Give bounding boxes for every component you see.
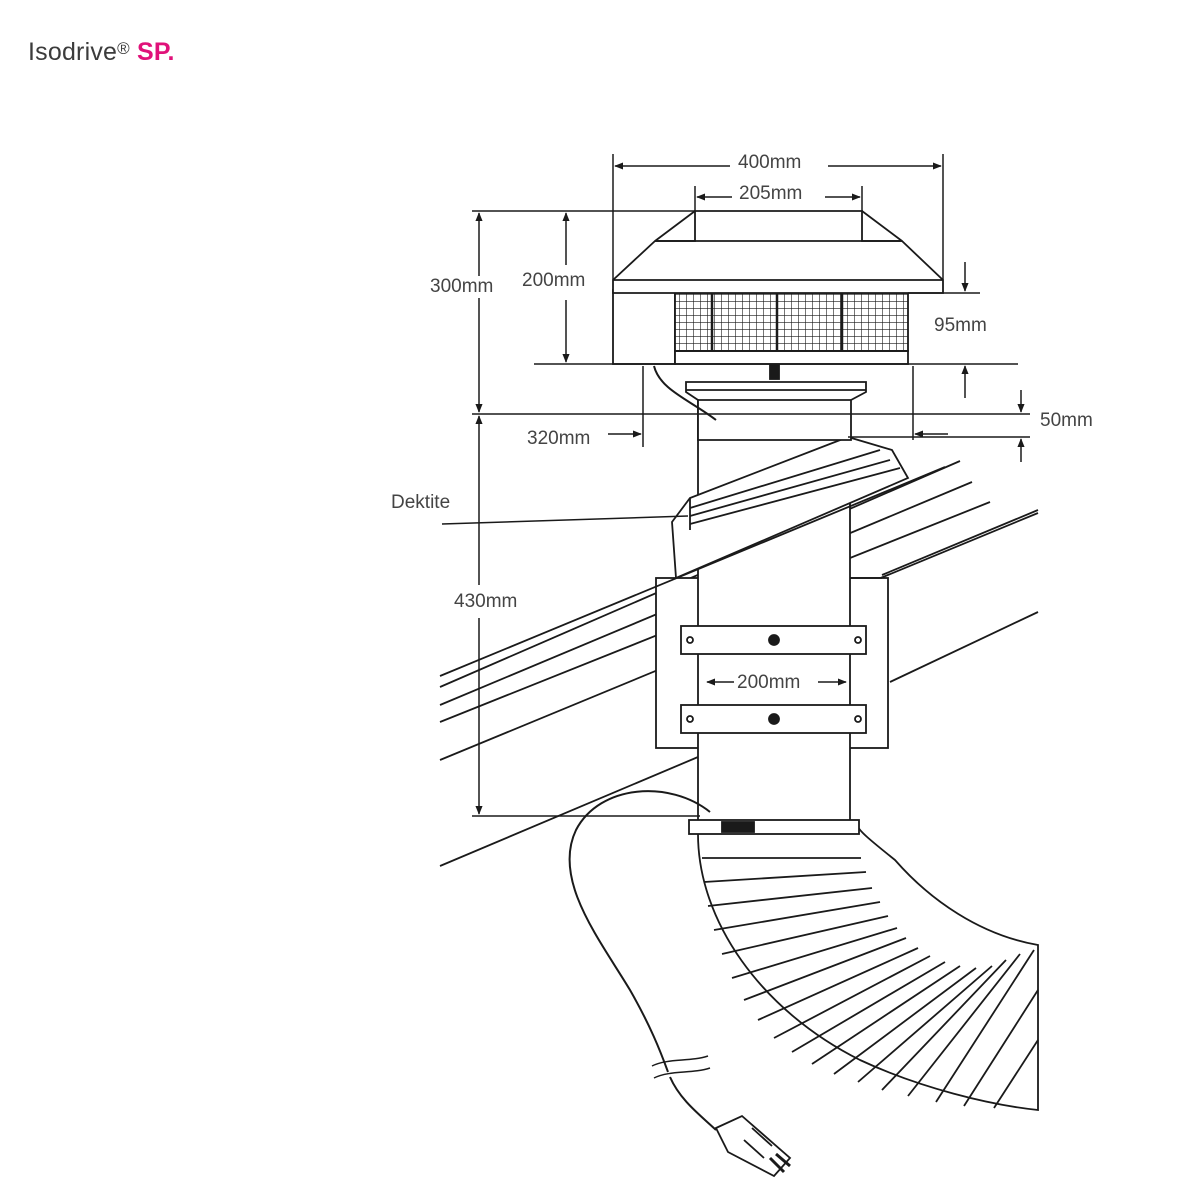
dim-bracket-width: 200mm	[737, 672, 800, 693]
page-title: Isodrive® SP.	[28, 38, 175, 67]
roof-sheet	[439, 466, 946, 677]
model-name: SP.	[137, 38, 175, 66]
dim-base-height: 95mm	[934, 315, 987, 336]
dim-overall-width: 400mm	[738, 152, 801, 173]
fan-unit	[612, 210, 944, 441]
power-plug	[714, 1114, 792, 1178]
dektite-flashing	[671, 436, 910, 580]
brand-name: Isodrive	[28, 38, 118, 66]
dimension-lines	[441, 154, 1030, 817]
dim-hood-height: 200mm	[522, 270, 585, 291]
bracket-strap-upper	[680, 625, 867, 655]
bracket-strap-lower	[680, 704, 867, 734]
label-dektite: Dektite	[391, 492, 450, 513]
dim-overall-height: 300mm	[430, 276, 493, 297]
registered-mark: ®	[117, 39, 130, 58]
dim-duct-length: 430mm	[454, 591, 517, 612]
dim-roof-gap: 50mm	[1040, 410, 1093, 431]
duct-clamp	[688, 819, 860, 835]
flexible-duct	[697, 825, 1039, 1111]
dim-body-width: 320mm	[527, 428, 590, 449]
dim-top-width: 205mm	[739, 183, 802, 204]
